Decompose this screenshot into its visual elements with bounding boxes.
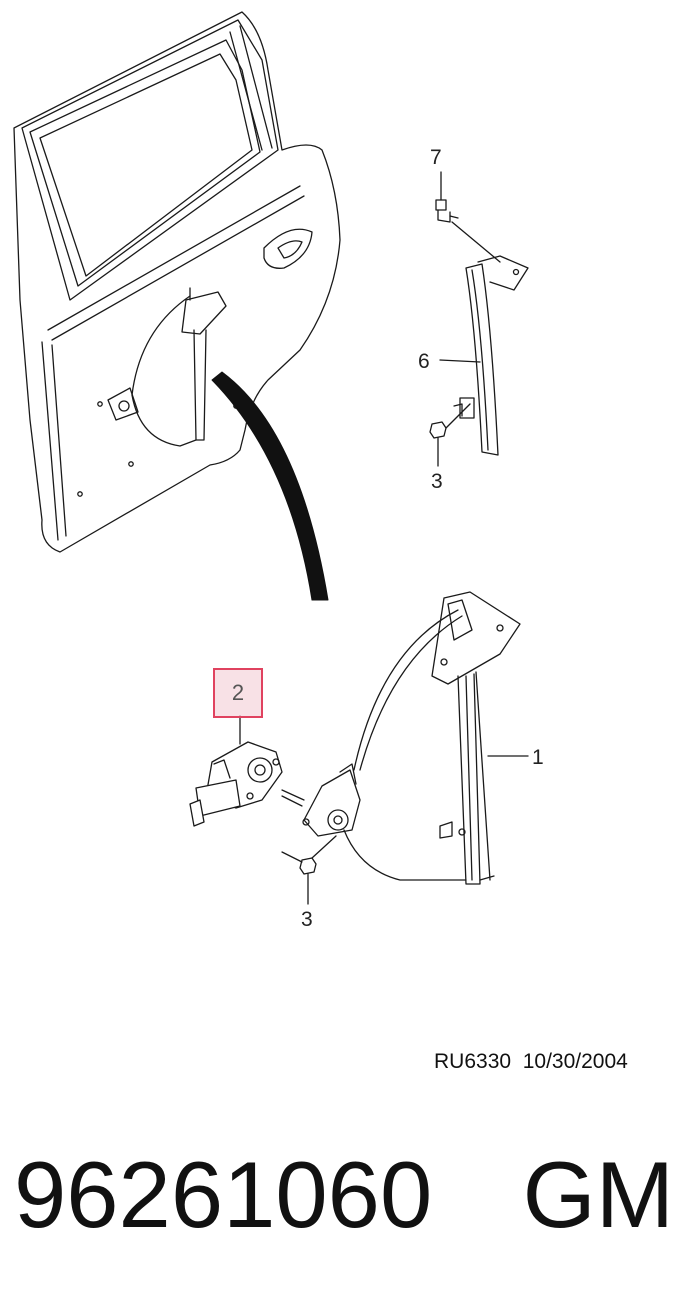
callout-3-lower: 3 — [301, 908, 313, 931]
rear-door-illustration — [13, 11, 341, 553]
magnification-arrow — [211, 371, 329, 601]
nut-part-3-upper — [429, 403, 471, 467]
bolt-part-7 — [435, 171, 501, 263]
callout-6: 6 — [418, 350, 430, 373]
window-regulator-part-1 — [302, 591, 529, 885]
diagram-reference: RU6330 10/30/2004 — [434, 1050, 628, 1074]
part-caption: 96261060 GM — [14, 1140, 674, 1250]
callout-2: 2 — [231, 680, 245, 705]
reference-code: RU6330 — [434, 1050, 512, 1073]
highlighted-callout-box — [213, 668, 263, 718]
brand-name: GM — [522, 1142, 674, 1247]
reference-date: 10/30/2004 — [522, 1050, 628, 1073]
callout-3-upper: 3 — [431, 470, 443, 493]
callout-1: 1 — [532, 746, 544, 769]
window-motor-part-2 — [189, 715, 305, 827]
nut-part-3-lower — [281, 835, 337, 905]
rear-channel-part-6 — [453, 255, 529, 456]
callout-7: 7 — [430, 146, 442, 169]
part-number: 96261060 — [14, 1142, 433, 1247]
